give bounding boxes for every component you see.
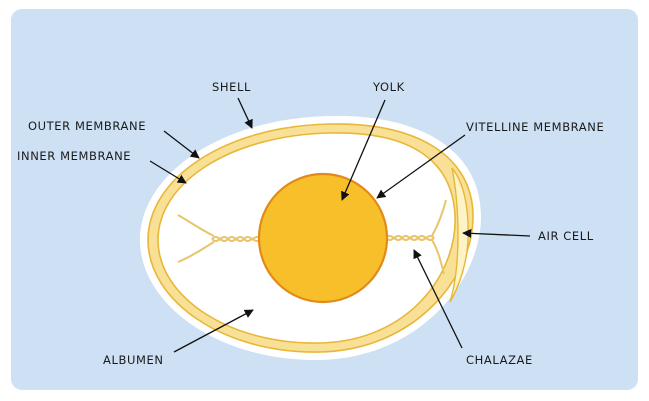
air-cell	[449, 167, 469, 303]
yolk	[257, 172, 389, 304]
label-albumen: ALBUMEN	[103, 353, 164, 367]
chalazae-left	[177, 214, 263, 263]
leader-vitelline-membrane	[376, 134, 466, 199]
label-vitelline-membrane: VITELLINE MEMBRANE	[466, 120, 604, 134]
label-inner-membrane: INNER MEMBRANE	[17, 149, 131, 163]
leader-lines	[149, 97, 531, 353]
label-yolk: YOLK	[372, 80, 405, 94]
label-air-cell: AIR CELL	[538, 229, 594, 243]
chalazae-right	[385, 199, 447, 275]
label-chalazae: CHALAZAE	[466, 353, 533, 367]
leader-albumen	[173, 309, 254, 353]
leader-yolk	[341, 99, 386, 201]
leader-shell	[237, 97, 253, 129]
label-shell: SHELL	[212, 80, 251, 94]
leader-air-cell	[462, 228, 531, 238]
label-outer-membrane: OUTER MEMBRANE	[28, 119, 146, 133]
leader-outer-membrane	[163, 130, 200, 159]
leader-chalazae	[413, 249, 463, 349]
leader-inner-membrane	[149, 160, 187, 184]
